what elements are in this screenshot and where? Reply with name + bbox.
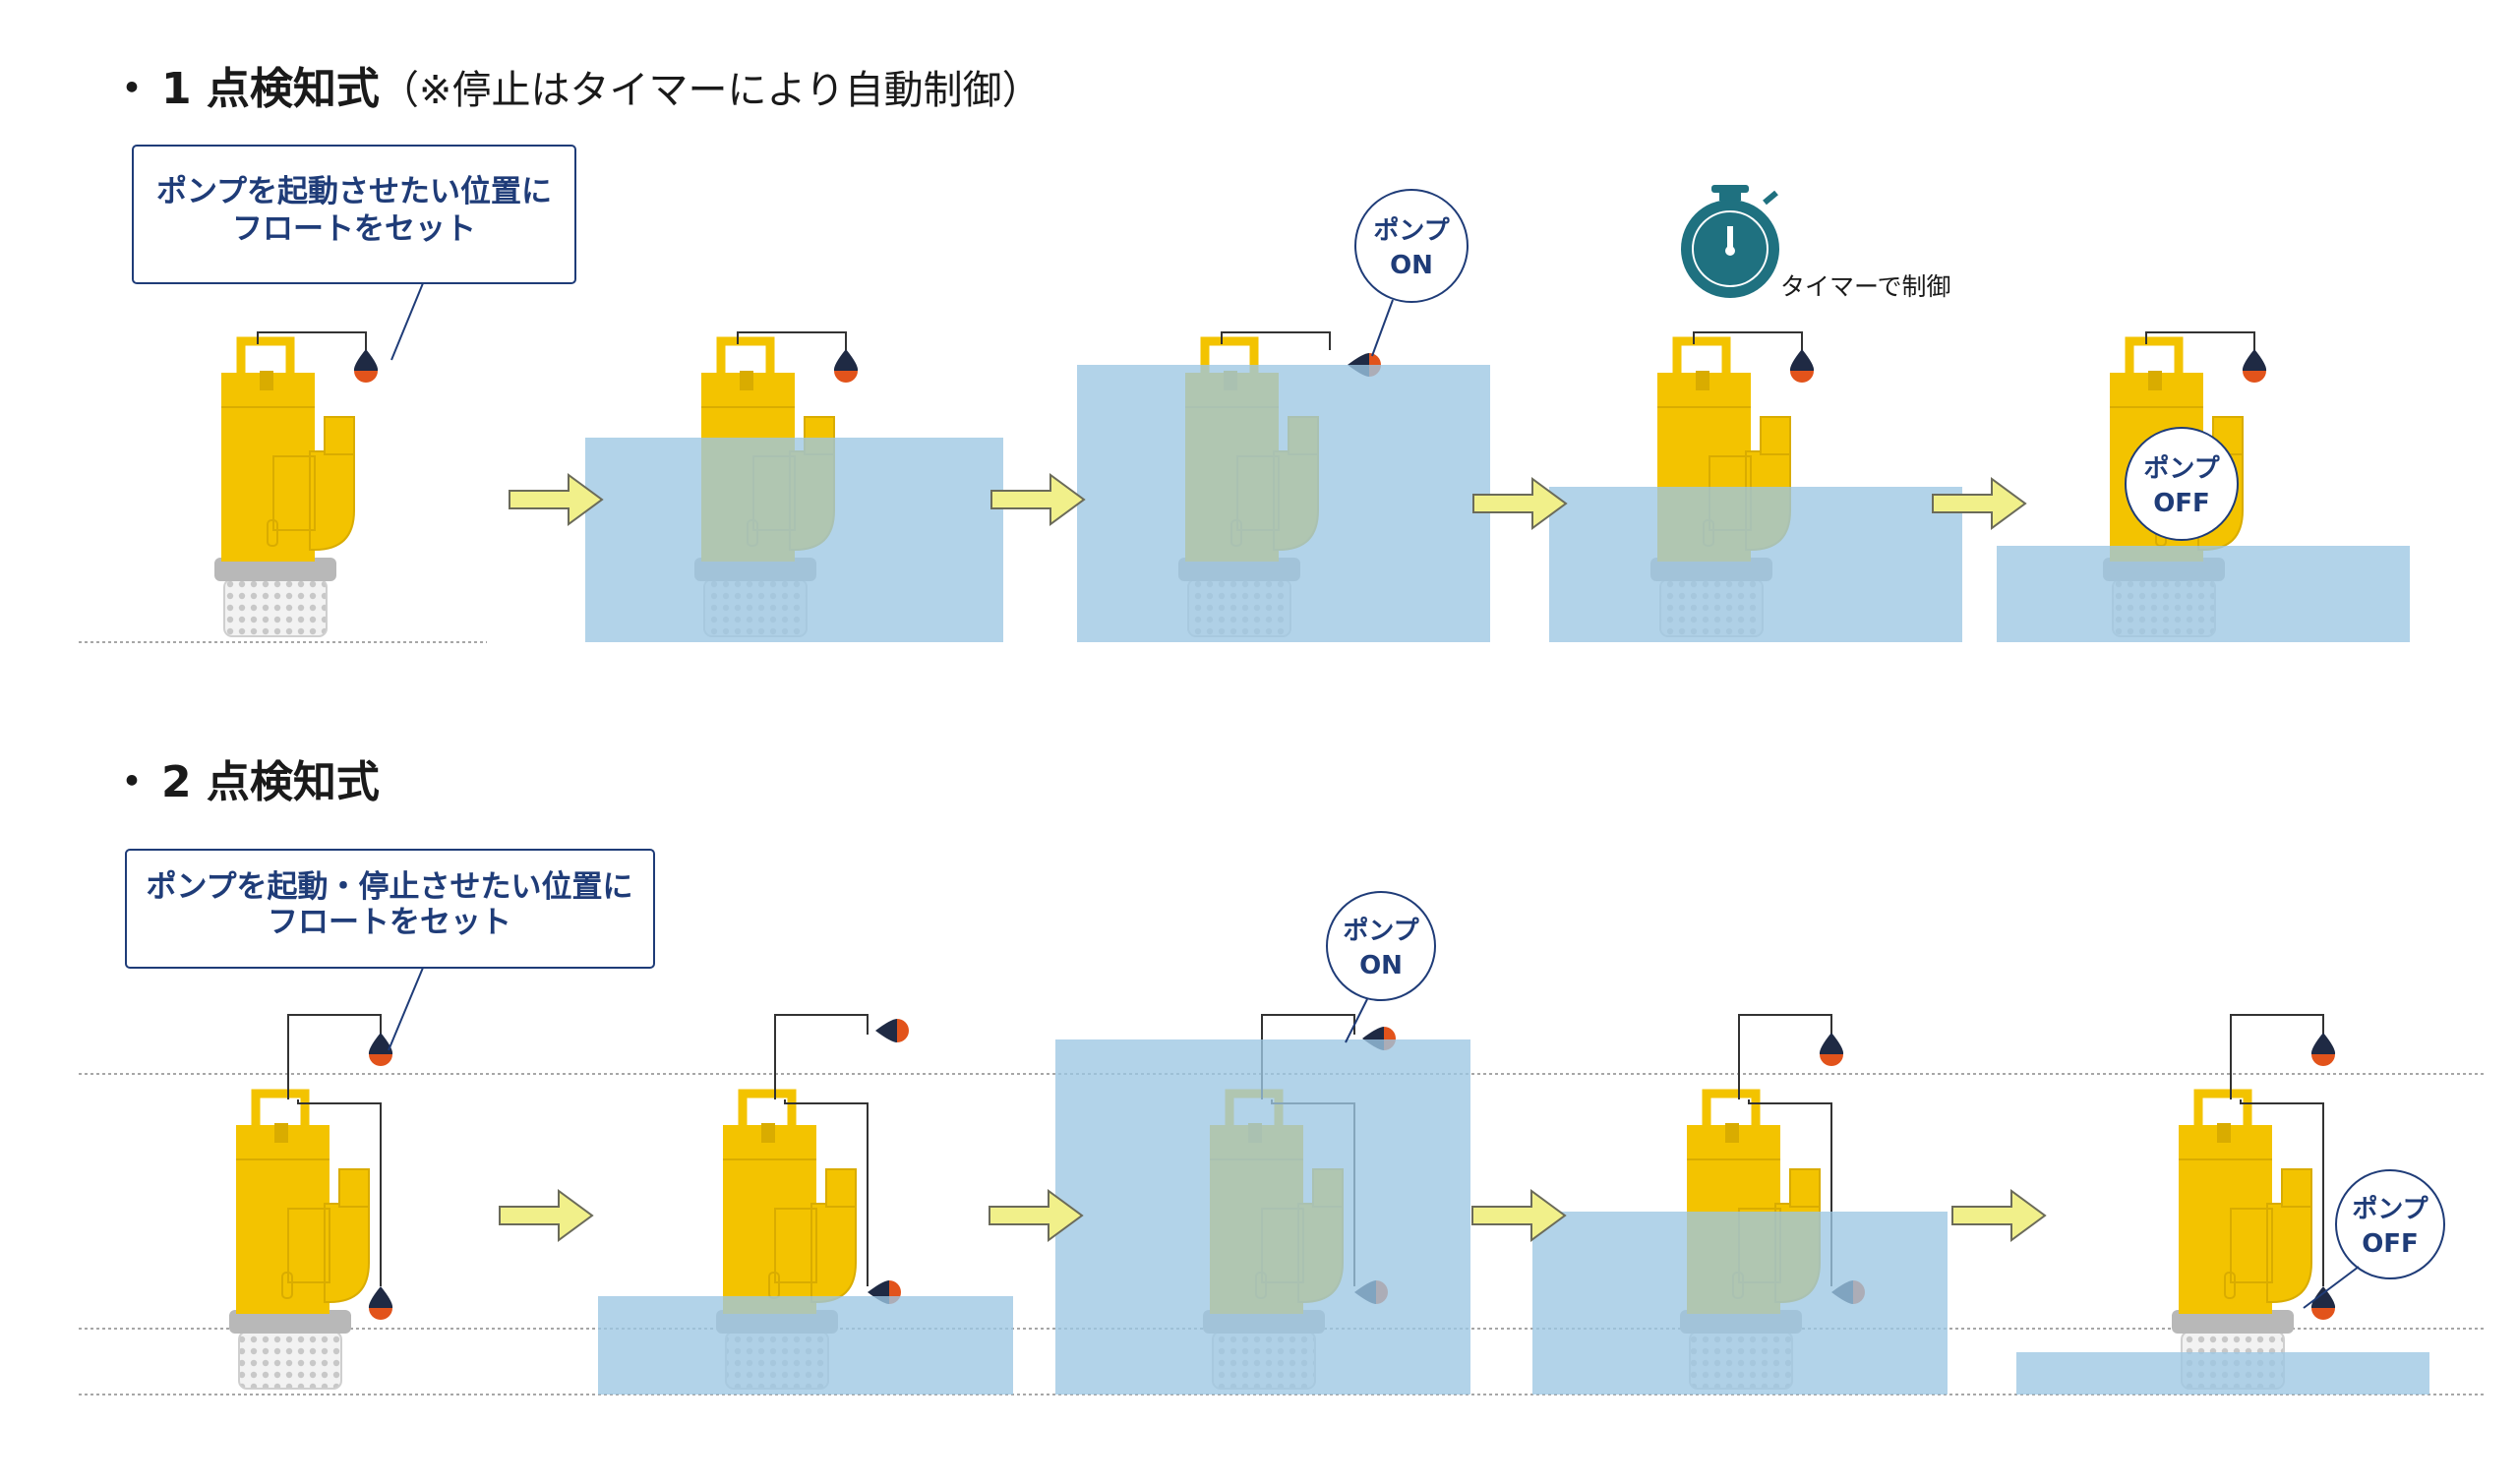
section2-step-1 (229, 1014, 393, 1390)
section1-bubble-off-line1: ポンプ (2143, 453, 2220, 484)
float-switch-low-icon (368, 1286, 393, 1320)
water-level (1532, 1212, 1948, 1395)
right-arrow-icon (509, 473, 604, 526)
section1-callout-line2: フロートをセット (232, 211, 476, 247)
section2-bubble-on: ポンプ ON (1326, 891, 1436, 1043)
float-switch-low-icon (2310, 1286, 2336, 1320)
float-switch-high-icon (875, 1019, 909, 1042)
section1-callout: ポンプを起動させたい位置に フロートをセット (132, 145, 576, 361)
section1-title: ・1 点検知式（※停止はタイマーにより自動制御） (110, 64, 1042, 114)
section2-step-5 (2016, 1014, 2429, 1395)
water-level (2016, 1352, 2429, 1395)
float-switch-high-icon (368, 1033, 393, 1066)
section2-panels (229, 1014, 2429, 1395)
pump-icon (214, 336, 355, 637)
section1-bubble-off-line2: OFF (2153, 489, 2210, 518)
right-arrow-icon (1951, 1189, 2047, 1242)
section1-bubble-on-line2: ON (1390, 251, 1433, 280)
water-level (585, 438, 1003, 642)
pump-icon (229, 1089, 370, 1390)
section2-callout-line1: ポンプを起動・停止させたい位置に (146, 869, 632, 905)
float-switch-icon (2242, 349, 2267, 383)
section1-step-1 (214, 331, 379, 637)
right-arrow-icon (1472, 477, 1568, 530)
section2-step-4 (1532, 1014, 1948, 1395)
section2-callout-line2: フロートをセット (268, 905, 511, 940)
right-arrow-icon (499, 1189, 594, 1242)
section2-bubble-on-line2: ON (1359, 951, 1403, 980)
section2-title: ・2 点検知式 (110, 757, 380, 807)
section2-bubble-off: ポンプ OFF (2303, 1169, 2445, 1309)
section2-callout: ポンプを起動・停止させたい位置に フロートをセット (125, 849, 655, 1051)
section2-bubble-off-line1: ポンプ (2352, 1194, 2428, 1224)
section1-step-4 (1549, 331, 1962, 642)
float-switch-high-icon (2310, 1033, 2336, 1066)
right-arrow-icon (990, 473, 1086, 526)
pump-icon (2172, 1089, 2312, 1390)
section1-step-3 (1077, 331, 1490, 642)
float-switch-high-icon (1819, 1033, 1844, 1066)
section1-callout-line1: ポンプを起動させたい位置に (156, 174, 552, 209)
water-level (1997, 546, 2410, 642)
stopwatch-icon (1681, 185, 1779, 298)
section2-bubble-off-line2: OFF (2362, 1229, 2419, 1259)
section1-bubble-off: ポンプ OFF (2125, 427, 2239, 541)
section1-bubble-on-line1: ポンプ (1373, 215, 1450, 246)
section1-panels (214, 331, 2410, 642)
section2-bubble-on-line1: ポンプ (1343, 916, 1419, 946)
water-level (1077, 365, 1490, 642)
float-switch-icon (833, 349, 859, 383)
timer-label: タイマーで制御 (1780, 272, 1951, 301)
right-arrow-icon (1932, 477, 2027, 530)
section2-step-3 (1055, 1014, 1470, 1395)
section2-step-2 (598, 1014, 1013, 1395)
float-switch-icon (353, 349, 379, 383)
right-arrow-icon (989, 1189, 1084, 1242)
right-arrow-icon (1471, 1189, 1567, 1242)
section1-bubble-on: ポンプ ON (1354, 189, 1469, 357)
water-level (1549, 487, 1962, 642)
water-level (598, 1296, 1013, 1395)
float-switch-icon (1789, 349, 1815, 383)
section1-step-2 (585, 331, 1003, 642)
step-arrows (499, 473, 2047, 1242)
water-level (1055, 1039, 1470, 1395)
